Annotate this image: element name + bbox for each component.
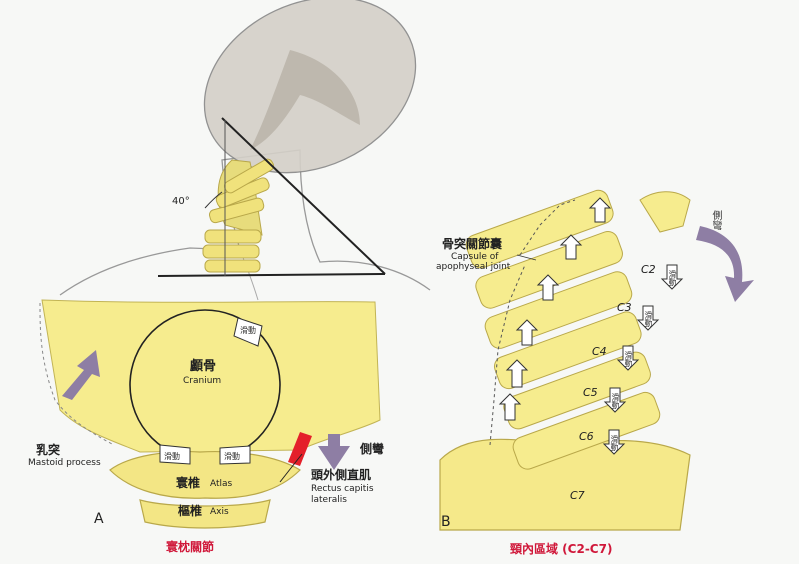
rectus-capitis-muscle [288, 432, 312, 466]
slide-tag-a3: 滑動 [224, 452, 240, 461]
panel-b-caption: 頸內區域 (C2-C7) [510, 542, 613, 556]
vertebra-c6: C6 [579, 430, 594, 443]
slide-tag-b2: 滑動 [644, 311, 653, 327]
rectus-label-zh: 頭外側直肌 [311, 468, 372, 482]
capsule-label-en-2: apophyseal joint [436, 262, 511, 272]
axis-label-en: Axis [210, 507, 229, 517]
lateral-flexion-label-b: 側彎 [710, 210, 721, 230]
angle-label: 40° [172, 196, 190, 207]
angle-lines [157, 117, 386, 277]
vertebra-c2: C2 [641, 263, 656, 276]
mastoid-label-zh: 乳突 [36, 443, 61, 457]
capsule-label-zh: 骨突關節囊 [442, 237, 503, 251]
axis-label-zh: 樞椎 [178, 504, 203, 518]
cranium-label-zh: 顱骨 [190, 359, 217, 374]
atlas-label-zh: 寰椎 [176, 476, 201, 490]
rectus-label-en-2: lateralis [311, 495, 347, 505]
slide-tag-b4: 滑動 [611, 393, 620, 409]
panel-a-diagram [39, 299, 381, 529]
lateral-flexion-arrow-a [318, 434, 350, 470]
panel-a-caption: 寰枕關節 [166, 540, 215, 554]
atlas-shape [109, 451, 301, 499]
vertebra-c5: C5 [583, 386, 598, 399]
mastoid-arrow [62, 350, 100, 400]
capsule-label-en-1: Capsule of [451, 252, 499, 262]
rectus-label-en-1: Rectus capitis [311, 484, 374, 494]
head-illustration [59, 0, 431, 301]
panel-a-letter: A [94, 511, 104, 527]
slide-tag-b1: 滑動 [668, 270, 677, 286]
cranium-label-en: Cranium [183, 376, 222, 386]
lateral-flexion-arrow-b [696, 226, 754, 302]
vertebra-c4: C4 [592, 345, 607, 358]
slide-tag-b5: 滑動 [610, 435, 619, 451]
slide-tag-a1: 滑動 [240, 326, 256, 335]
atlas-label-en: Atlas [210, 479, 233, 489]
panel-b-diagram [439, 189, 754, 531]
mastoid-label-en: Mastoid process [28, 458, 101, 468]
vertebra-c7: C7 [570, 489, 585, 502]
slide-tag-b3: 滑動 [624, 351, 633, 367]
lateral-flexion-label-a: 側彎 [360, 442, 385, 456]
slide-tag-a2: 滑動 [164, 452, 180, 461]
axis-shape [139, 499, 271, 529]
panel-b-letter: B [441, 514, 451, 530]
vertebra-c3: C3 [617, 301, 632, 314]
